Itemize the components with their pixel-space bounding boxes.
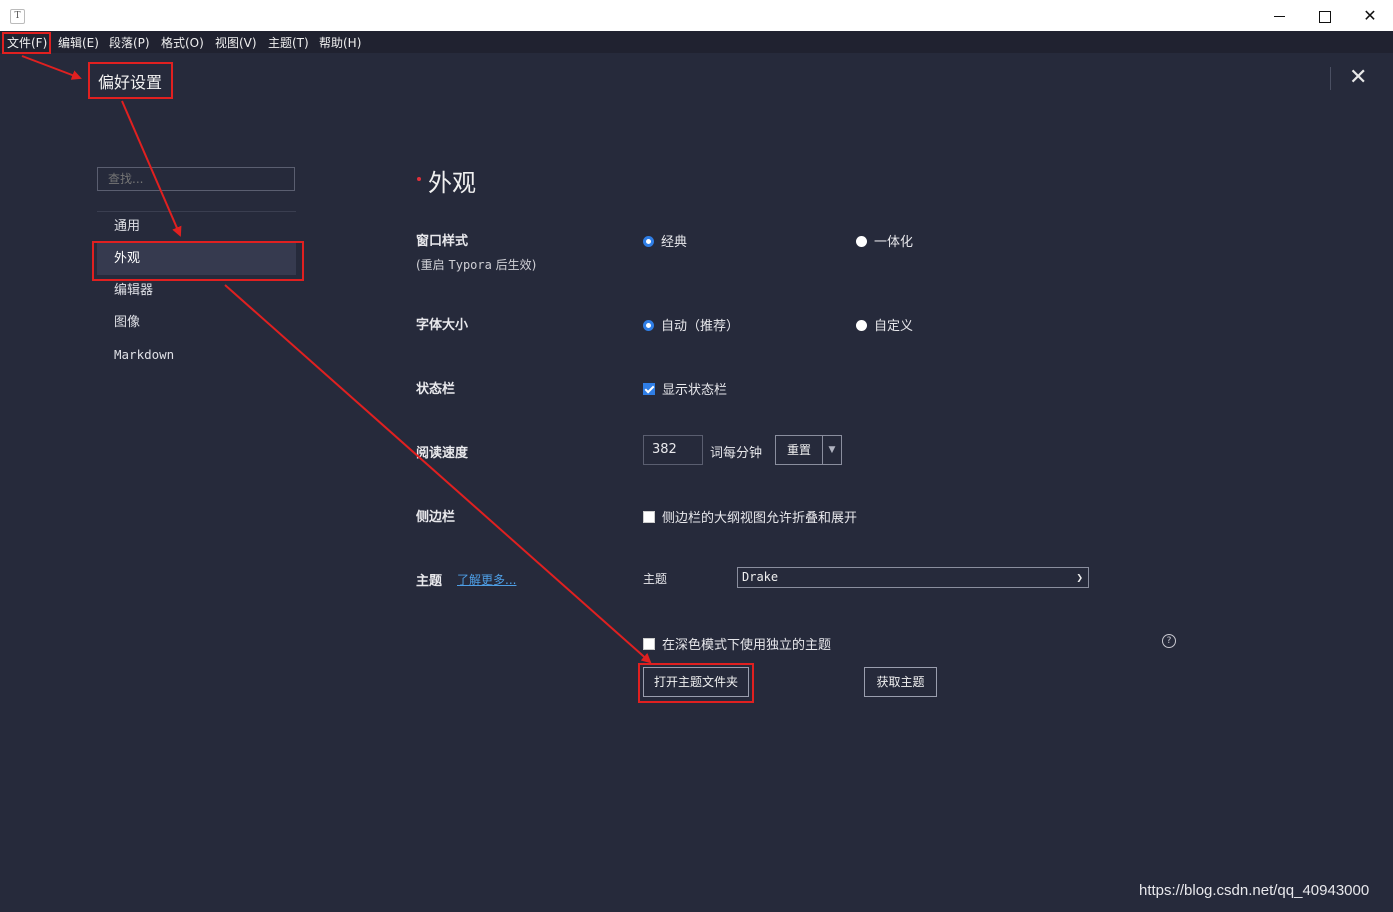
radio-custom-label: 自定义: [874, 319, 914, 334]
menu-theme[interactable]: 主题(T): [268, 36, 309, 50]
nav-item-editor[interactable]: 编辑器: [114, 283, 154, 298]
watermark: https://blog.csdn.net/qq_40943000: [1139, 882, 1370, 899]
header-divider: [1330, 67, 1331, 90]
menu-paragraph[interactable]: 段落(P): [109, 36, 150, 50]
get-themes-button[interactable]: 获取主题: [864, 667, 937, 697]
window-close-button[interactable]: ✕: [1347, 0, 1393, 31]
radio-selected-icon: [643, 236, 654, 247]
radio-unselected-icon: [856, 236, 867, 247]
maximize-button[interactable]: [1302, 0, 1348, 31]
learn-more-link[interactable]: 了解更多...: [457, 573, 517, 587]
nav-item-image[interactable]: 图像: [114, 315, 141, 330]
section-title: 外观: [428, 169, 476, 197]
checkbox-show-status-bar[interactable]: 显示状态栏: [643, 379, 727, 398]
radio-unselected-icon: [856, 320, 867, 331]
checkbox-checked-icon: [643, 383, 655, 395]
menu-help[interactable]: 帮助(H): [319, 36, 362, 50]
checkbox-outline-fold-label: 侧边栏的大纲视图允许折叠和展开: [662, 511, 858, 526]
menu-view[interactable]: 视图(V): [215, 36, 257, 50]
checkbox-outline-fold[interactable]: 侧边栏的大纲视图允许折叠和展开: [643, 507, 857, 526]
menu-bar: 文件(F) 编辑(E) 段落(P) 格式(O) 视图(V) 主题(T) 帮助(H…: [0, 31, 1393, 53]
annotation-box-open-folder: [638, 663, 754, 703]
help-icon[interactable]: ?: [1162, 634, 1176, 648]
close-icon: ✕: [1363, 6, 1377, 25]
radio-unibody[interactable]: 一体化: [856, 231, 913, 250]
radio-selected-icon: [643, 320, 654, 331]
theme-setting-label: 主题: [416, 574, 443, 589]
nav-divider: [97, 211, 296, 212]
nav-item-appearance[interactable]: 外观: [97, 243, 296, 275]
radio-unibody-label: 一体化: [874, 235, 914, 250]
window-style-label: 窗口样式: [416, 234, 469, 249]
radio-custom[interactable]: 自定义: [856, 315, 913, 334]
reading-speed-unit: 词每分钟: [710, 446, 763, 461]
radio-auto[interactable]: 自动（推荐）: [643, 315, 739, 334]
arrow-appearance-to-folder: [224, 284, 652, 664]
preferences-close-icon[interactable]: ✕: [1349, 65, 1368, 90]
checkbox-status-bar-label: 显示状态栏: [662, 383, 728, 398]
chevron-down-icon: ❯: [1076, 571, 1083, 584]
reading-speed-label: 阅读速度: [416, 446, 469, 461]
menu-format[interactable]: 格式(O): [161, 36, 204, 50]
open-theme-folder-button[interactable]: 打开主题文件夹: [643, 667, 749, 697]
maximize-icon: [1319, 10, 1331, 23]
radio-auto-label: 自动（推荐）: [661, 319, 740, 334]
window-style-note: (重启 Typora 后生效): [416, 256, 536, 273]
nav-item-general[interactable]: 通用: [114, 219, 141, 234]
checkbox-unchecked-icon: [643, 638, 655, 650]
theme-select[interactable]: Drake ❯: [737, 567, 1089, 588]
checkbox-dark-theme-label: 在深色模式下使用独立的主题: [662, 638, 832, 653]
menu-file[interactable]: 文件(F): [7, 36, 48, 50]
checkbox-dark-theme[interactable]: 在深色模式下使用独立的主题: [643, 634, 831, 653]
minimize-icon: [1273, 16, 1285, 17]
arrow-prefs-to-appearance: [121, 100, 182, 237]
note-app: Typora: [448, 258, 492, 272]
sidebar-setting-label: 侧边栏: [416, 510, 456, 525]
menu-edit[interactable]: 编辑(E): [58, 36, 99, 50]
section-dot-icon: [417, 177, 421, 181]
reading-speed-input[interactable]: 382: [643, 435, 703, 465]
arrow-file-to-prefs: [21, 55, 82, 80]
theme-select-value: Drake: [742, 570, 779, 584]
note-suffix: 后生效): [491, 258, 537, 272]
radio-classic-label: 经典: [661, 235, 688, 250]
preferences-title: 偏好设置: [98, 73, 163, 92]
title-bar: T ✕: [0, 0, 1393, 31]
reset-dropdown-button[interactable]: ▼: [823, 435, 842, 465]
radio-classic[interactable]: 经典: [643, 231, 687, 250]
theme-select-label: 主题: [643, 572, 668, 586]
checkbox-unchecked-icon: [643, 511, 655, 523]
nav-item-markdown[interactable]: Markdown: [114, 347, 175, 362]
reset-button[interactable]: 重置: [775, 435, 823, 465]
annotation-box-appearance: [92, 241, 304, 281]
annotation-box-preferences: [88, 62, 173, 99]
minimize-button[interactable]: [1256, 0, 1302, 31]
note-prefix: (重启: [416, 258, 449, 272]
caret-down-icon: ▼: [828, 445, 836, 455]
font-size-label: 字体大小: [416, 318, 469, 333]
search-input[interactable]: [97, 167, 295, 191]
annotation-box-file-menu: [2, 32, 51, 54]
typora-app-icon: T: [10, 9, 25, 24]
status-bar-label: 状态栏: [416, 382, 456, 397]
